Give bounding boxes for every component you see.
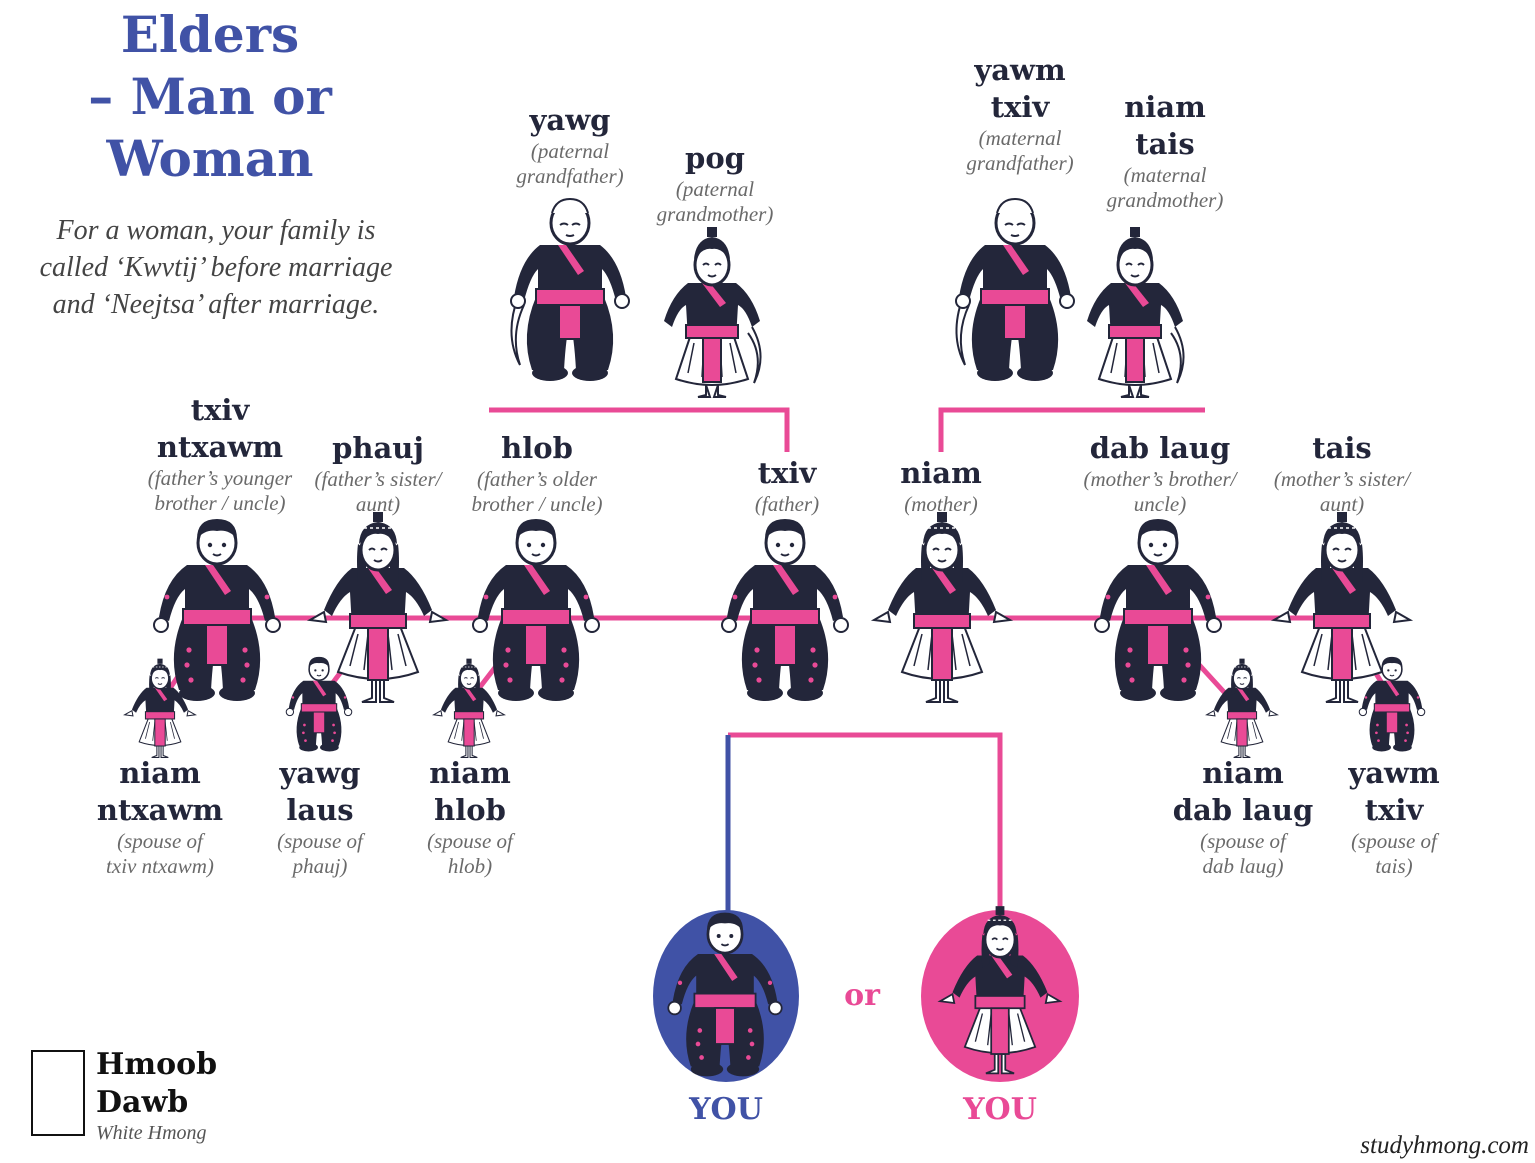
- title-line-1: Elders: [120, 5, 300, 64]
- label-dab-laug: dab laug (mother’s brother/uncle): [1083, 431, 1237, 516]
- phauj-figure: [308, 510, 448, 704]
- dab-laug-figure: [1093, 517, 1223, 703]
- title-line-3: Woman: [106, 129, 314, 188]
- pog-figure: [662, 225, 763, 399]
- label-phauj: phauj (father’s sister/aunt): [314, 431, 442, 516]
- yawg-figure: [509, 197, 631, 383]
- site-url: studyhmong.com: [1360, 1132, 1529, 1159]
- yawm-txiv-figure: [954, 197, 1076, 383]
- or-label: or: [844, 978, 880, 1013]
- label-tais: tais (mother’s sister/aunt): [1273, 431, 1411, 516]
- label-txiv: txiv (father): [754, 456, 820, 516]
- niam-tais-figure: [1085, 225, 1186, 399]
- niam-hlob-figure: [432, 657, 506, 759]
- txiv-figure: [720, 517, 850, 703]
- brand-logo-box: [31, 1050, 85, 1136]
- you-female-label: YOU: [963, 1092, 1037, 1127]
- intro-text: For a woman, your family is called ‘Kwvt…: [39, 215, 393, 320]
- title-line-2: – Man or: [88, 67, 332, 126]
- you-male-label: YOU: [689, 1092, 763, 1127]
- niam-figure: [872, 510, 1012, 704]
- txiv-ntxawm-figure: [152, 517, 282, 703]
- niam-dab-laug-figure: [1205, 657, 1279, 759]
- brand: Hmoob Dawb White Hmong: [96, 1047, 218, 1144]
- label-niam: niam (mother): [900, 456, 982, 516]
- page-title: Elders – Man or Woman: [40, 4, 380, 190]
